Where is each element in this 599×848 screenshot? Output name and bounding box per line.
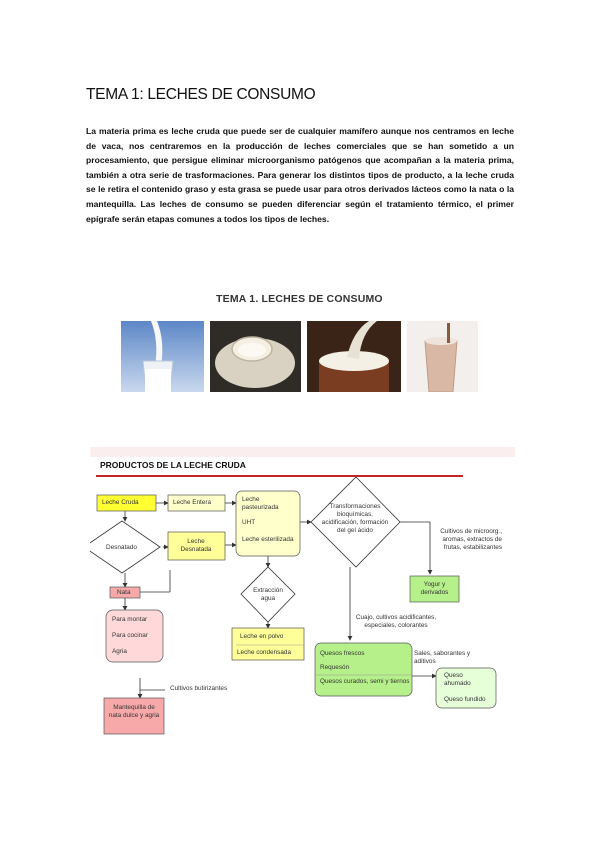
node-leche-condensada: Leche condensada [237,649,292,656]
node-quesos-frescos: Quesos frescos [320,650,365,657]
node-sales-aditivos: Sales, saborantes y aditivos [414,650,471,665]
node-extraccion-agua: Extracción agua [253,587,283,602]
flow-diagram [90,447,515,747]
figure-title: TEMA 1. LECHES DE CONSUMO [216,293,383,305]
milk-powder-photo [210,321,301,392]
node-para-montar: Para montar [112,616,148,623]
node-cultivos-butirizantes: Cultivos butirizantes [170,685,228,692]
node-cuajo: Cuajo, cultivos acidificantes, especiale… [355,614,437,629]
node-desnatado: Desnatado [106,544,137,551]
node-uht: UHT [242,519,256,526]
node-leche-pasteurizada: Leche pasteurizada [242,496,279,511]
node-leche-desnatada: Leche Desnatada [180,538,212,553]
node-leche-esterilizada: Leche esterilizada [242,536,294,543]
yogurt-photo [307,321,401,392]
milk-pour-photo [121,321,204,392]
document-title: TEMA 1: LECHES DE CONSUMO [86,86,316,103]
node-transformaciones: Transformaciones bioquímicas, acidificac… [321,503,389,534]
node-mantequilla: Mantequilla de nata dulce y agria [108,704,160,719]
node-queso-fundido: Queso fundido [444,696,486,703]
diagram-title: PRODUCTOS DE LA LECHE CRUDA [100,460,246,470]
node-para-cocinar: Para cocinar [112,632,148,639]
diagram-title-rule [96,475,463,477]
node-leche-entera: Leche Entera [173,499,212,506]
node-agria: Agria [112,648,127,655]
node-leche-polvo: Leche en polvo [240,633,284,640]
intro-paragraph: La materia prima es leche cruda que pued… [86,126,514,224]
node-quesos-curados: Quesos curados, semi y tiernos [320,678,410,685]
node-yogur: Yogur y derivados [420,581,449,596]
milkshake-photo [407,321,478,392]
node-nata: Nata [117,589,131,596]
node-queso-ahumado: Queso ahumado [444,672,471,687]
node-cultivos-microorg: Cultivos de microorg., aromas, extractos… [440,528,502,551]
node-leche-cruda: Leche Cruda [102,499,139,506]
node-requeson: Requesón [320,664,350,671]
